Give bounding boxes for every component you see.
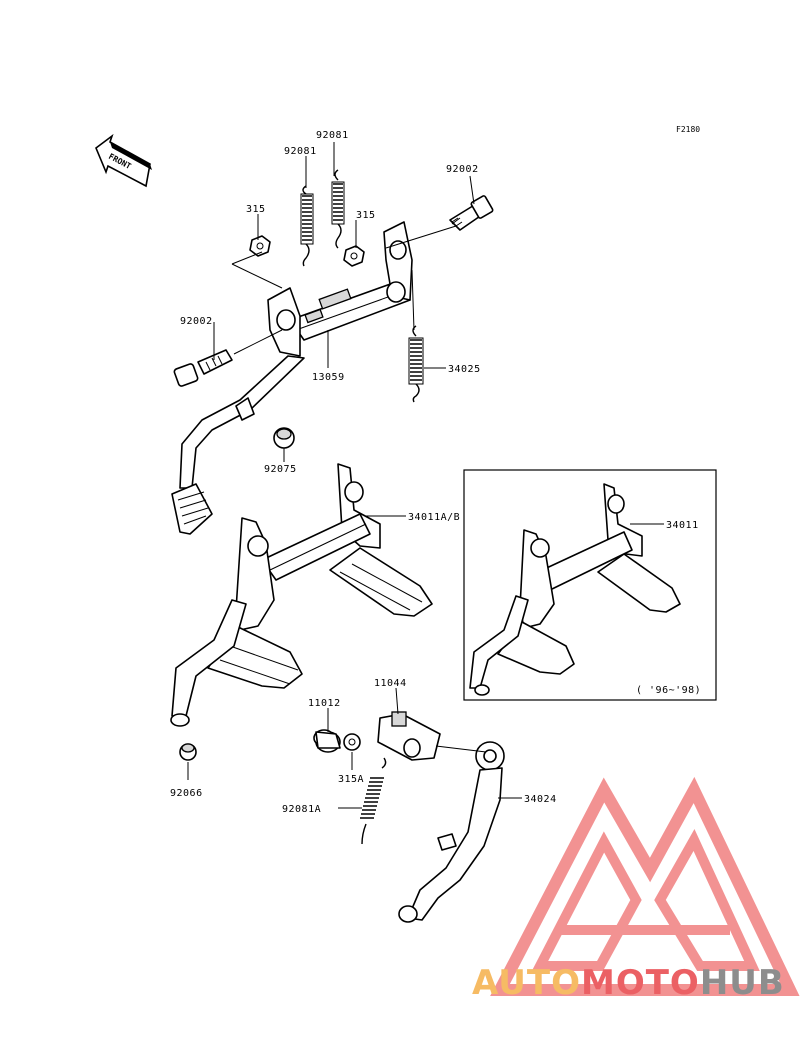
nut-315A (343, 733, 361, 751)
bracket-11044 (377, 711, 441, 761)
bolt-92002-left (173, 349, 233, 387)
label-315-right: 315 (356, 210, 376, 221)
label-34011AB: 34011A/B (408, 512, 460, 523)
label-315A: 315A (338, 774, 364, 785)
cap-92066 (179, 743, 197, 780)
rubber-11012 (313, 729, 341, 753)
label-92081-top: 92081 (316, 130, 349, 141)
spring-92081-b (331, 169, 345, 249)
label-11012: 11012 (308, 698, 341, 709)
label-92081-mid: 92081 (284, 146, 317, 157)
foot-pedal (171, 483, 213, 535)
label-34025: 34025 (448, 364, 481, 375)
bolt-92002-right (449, 195, 494, 231)
figure-code: F2180 (676, 125, 700, 134)
label-34011: 34011 (666, 520, 699, 531)
spring-34025 (408, 325, 424, 403)
cap-92075 (273, 427, 295, 449)
main-stand-13059 (171, 221, 413, 535)
front-arrow-icon: FRONT (95, 133, 152, 188)
spring-92081A (360, 757, 387, 845)
watermark-hub: HUB (700, 963, 785, 1003)
watermark-auto: AUTO (472, 963, 581, 1003)
watermark-triangle-icon (490, 776, 800, 996)
label-13059: 13059 (312, 372, 345, 383)
watermark-logo: AUTOMOTOHUB (472, 776, 800, 1003)
spring-92081-a (300, 185, 314, 267)
inset-box: ( '96~'98) (463, 469, 717, 701)
svg-text:AUTOMOTOHUB: AUTOMOTOHUB (472, 963, 785, 1003)
label-92002-left: 92002 (180, 316, 213, 327)
side-stand-34024 (398, 741, 505, 923)
label-11044: 11044 (374, 678, 407, 689)
center-stand-34011AB (170, 463, 433, 727)
label-92002-right: 92002 (446, 164, 479, 175)
nut-315-right (343, 245, 365, 267)
label-92075: 92075 (264, 464, 297, 475)
label-315-left: 315 (246, 204, 266, 215)
label-34024: 34024 (524, 794, 557, 805)
side-stand-assembly (313, 687, 522, 923)
watermark-moto: MOTO (581, 963, 700, 1003)
label-92066: 92066 (170, 788, 203, 799)
inset-years-label: ( '96~'98) (636, 685, 701, 696)
label-92081A: 92081A (282, 804, 321, 815)
nut-315-left (249, 235, 271, 257)
upper-assembly (171, 142, 494, 535)
